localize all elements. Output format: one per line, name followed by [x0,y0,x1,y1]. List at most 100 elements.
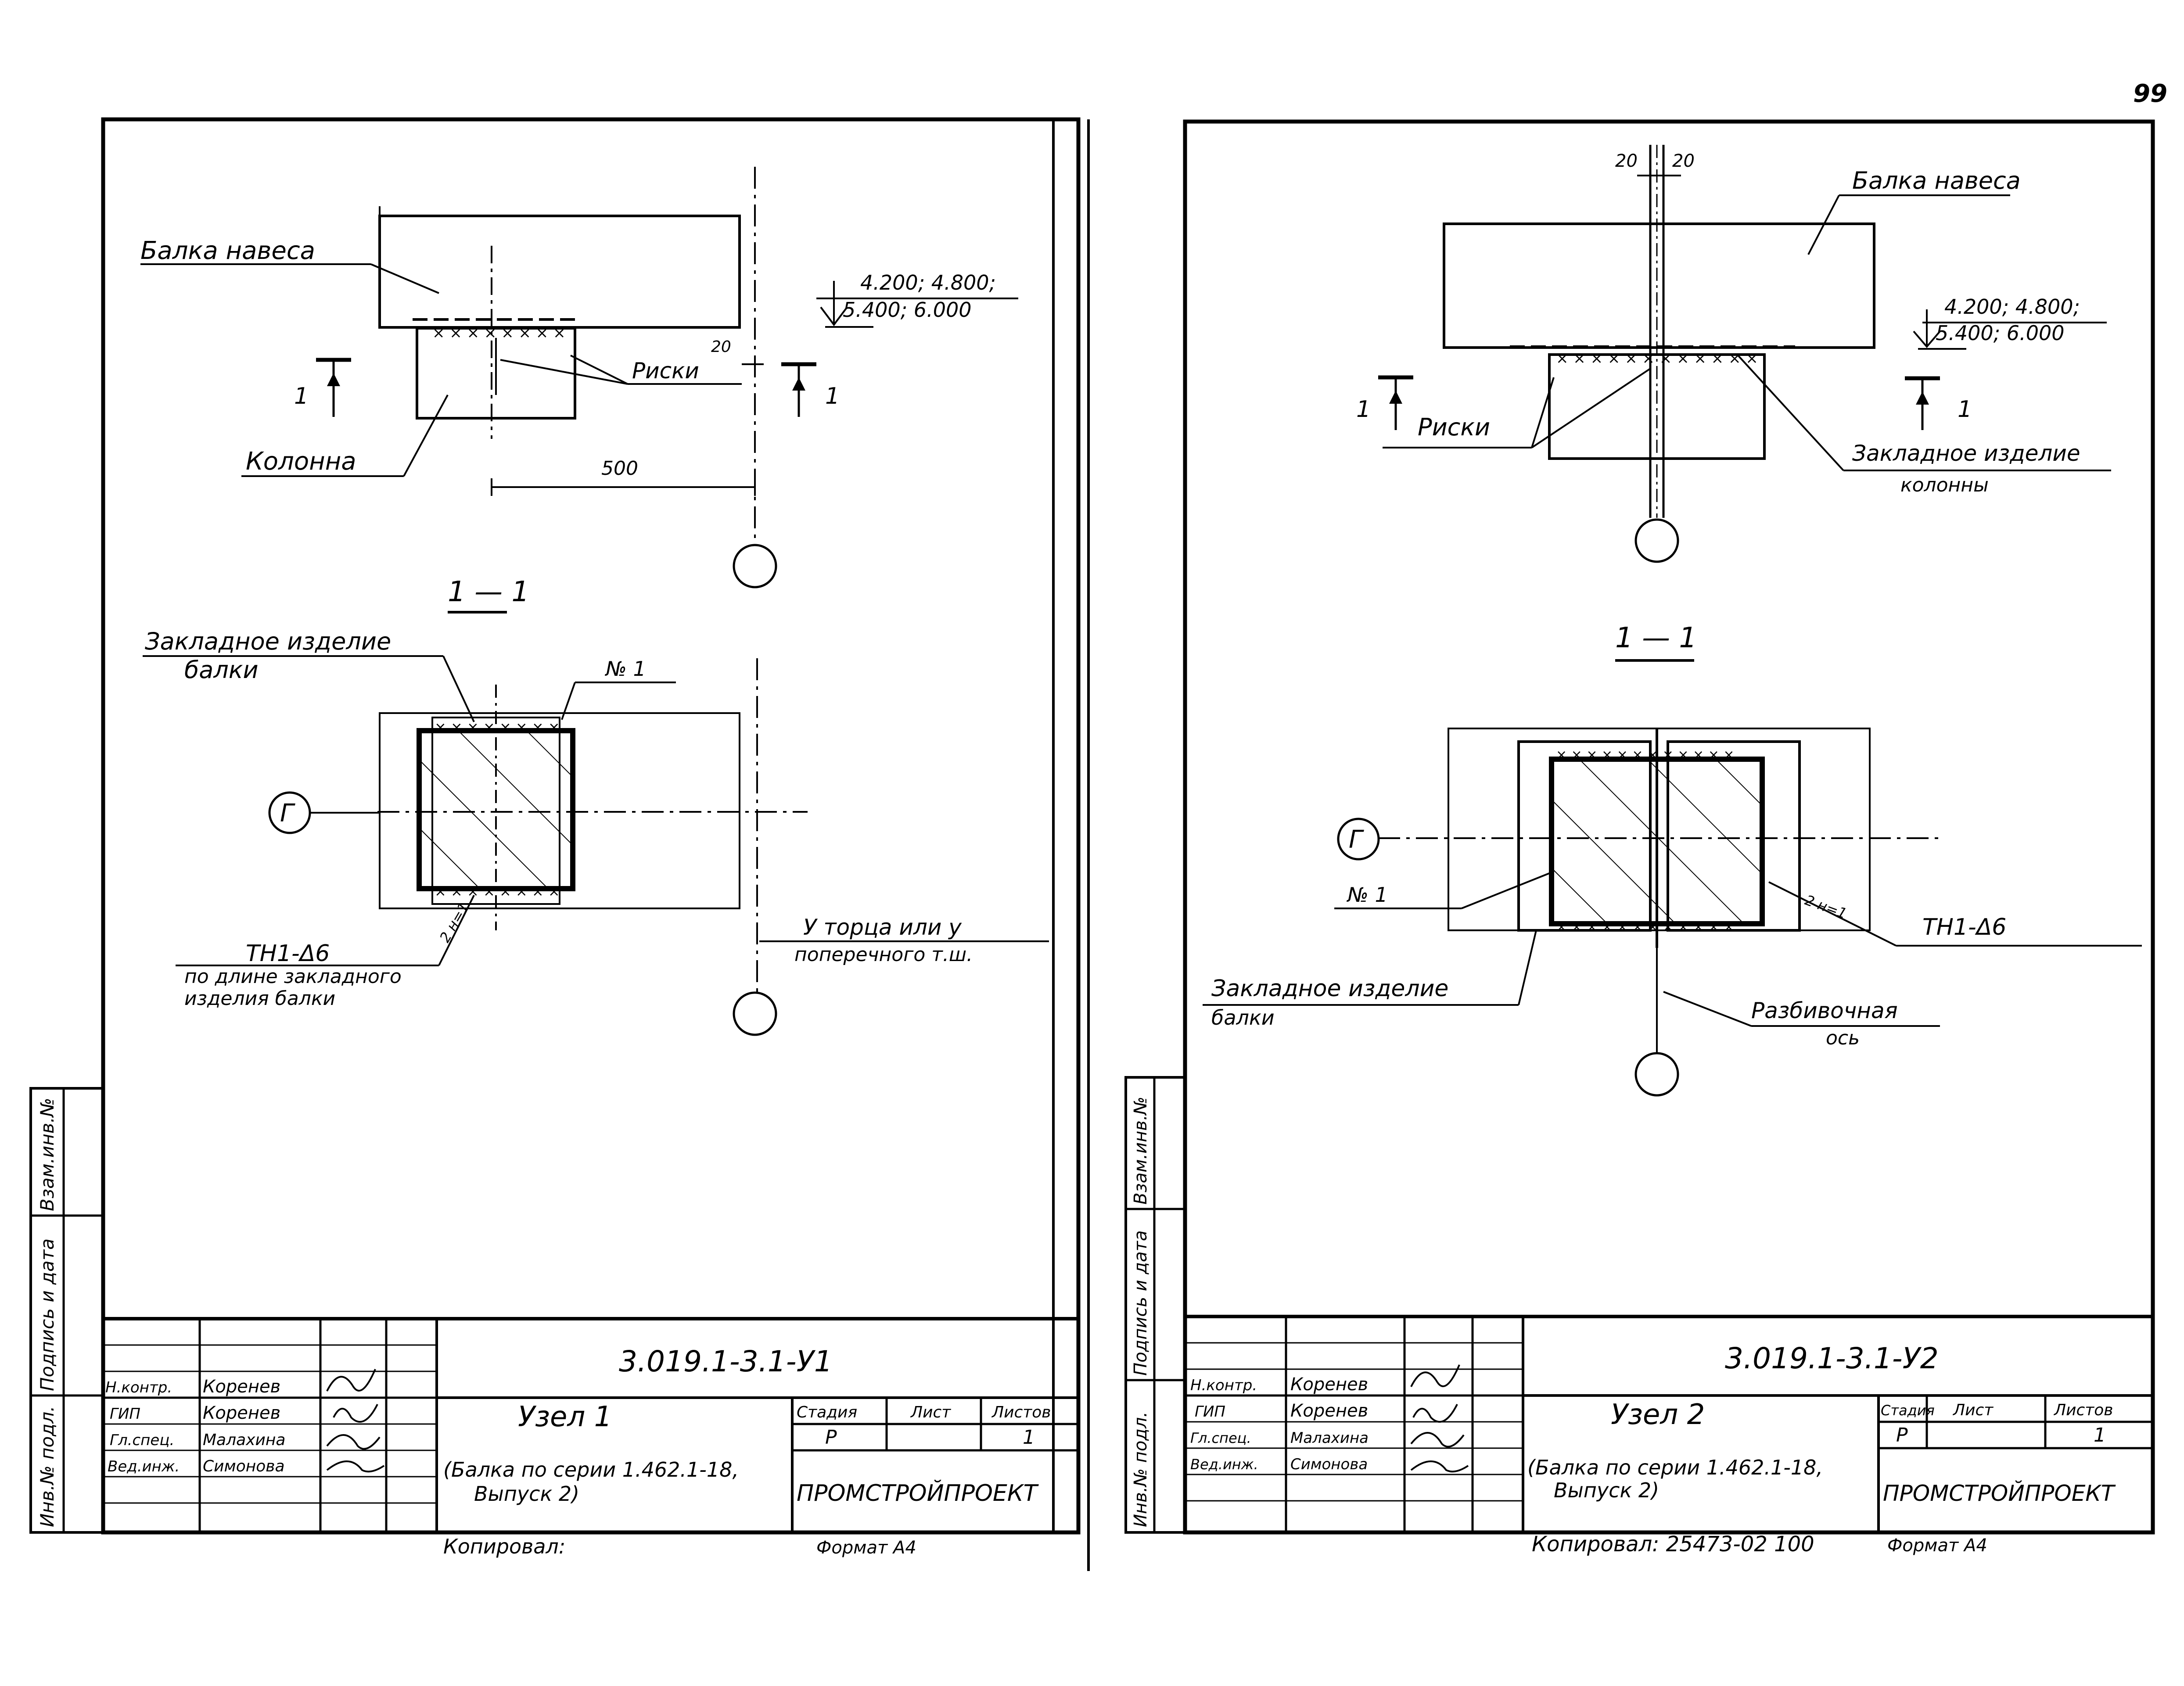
left-axis-bubble-top [733,544,777,588]
svg-text:балки: балки [1211,1006,1275,1030]
svg-text:Симонова: Симонова [1290,1456,1368,1473]
svg-text:1: 1 [2094,1424,2106,1446]
svg-text:Коренев: Коренев [203,1403,280,1423]
svg-text:Г: Г [1349,825,1364,854]
left-section-title: 1 — 1 [448,576,529,608]
svg-text:Коренев: Коренев [1290,1401,1368,1421]
right-axis-bubble-top [1634,518,1679,563]
svg-text:1: 1 [1356,396,1371,423]
svg-text:× × × × × × × × × × × ×: × × × × × × × × × × × × [1556,919,1735,935]
page-number: 99 [2133,79,2167,108]
svg-text:поперечного т.ш.: поперечного т.ш. [794,943,973,966]
svg-text:балки: балки [184,656,259,684]
right-axis-bubble-bottom [1634,1052,1679,1097]
right-embedded-col-label: Закладное изделие [1852,441,2080,466]
right-marks-label: Риски [1418,413,1490,441]
svg-text:Коренев: Коренев [203,1377,280,1397]
svg-text:Р: Р [825,1426,837,1449]
right-weld-label: ТН1-Δ6 [1922,914,2006,940]
left-item-label: № 1 [604,657,646,681]
right-section-mark-left: 1 [1356,375,1413,430]
svg-text:Стадия: Стадия [797,1403,857,1421]
left-sheet: Взам.инв.№ Подпись и дата Инв.№ подл. × … [29,117,1090,1571]
right-stamp-title: Узел 2 [1611,1399,1705,1431]
svg-text:колонны: колонны [1900,474,1989,496]
svg-text:× × × × × × × ×: × × × × × × × × [435,883,560,900]
svg-text:5.400; 6.000: 5.400; 6.000 [1936,321,2065,345]
svg-text:(Балка по серии 1.462.1-18,: (Балка по серии 1.462.1-18, [443,1458,739,1482]
svg-text:1: 1 [1958,396,1972,423]
svg-text:Лист: Лист [1952,1401,1994,1419]
right-elevation-mark: 4.200; 4.800; 5.400; 6.000 [1913,295,2107,350]
left-weld-side: 2 н=1 [436,900,472,945]
right-title-block: 3.019.1-3.1-У2 Узел 2 (Балка по серии 1.… [1183,1315,2155,1557]
right-item-label: № 1 [1346,883,1388,907]
right-copied: Копировал: 25473-02 100 [1532,1532,1814,1557]
left-format: Формат А4 [816,1538,916,1558]
svg-text:Вед.инж.: Вед.инж. [108,1458,180,1475]
right-signatures [1410,1364,1469,1473]
svg-text:Р: Р [1896,1424,1908,1446]
svg-text:Малахина: Малахина [203,1431,286,1449]
svg-text:Взам.инв.№: Взам.инв.№ [1131,1097,1151,1205]
svg-text:Гл.спец.: Гл.спец. [110,1431,174,1449]
right-embedded-beam-label: Закладное изделие [1211,976,1448,1002]
left-signatures [326,1369,385,1473]
svg-text:(Балка по серии 1.462.1-18,: (Балка по серии 1.462.1-18, [1527,1456,1823,1479]
svg-text:ГИП: ГИП [110,1405,140,1423]
svg-text:Вед.инж.: Вед.инж. [1190,1456,1258,1473]
svg-text:Коренев: Коренев [1290,1374,1368,1395]
left-side-label-1: Инв.№ подл. [36,1406,58,1527]
svg-text:Г: Г [280,799,295,828]
svg-text:Выпуск 2): Выпуск 2) [1554,1478,1659,1502]
svg-text:5.400; 6.000: 5.400; 6.000 [843,298,972,322]
svg-text:20: 20 [1615,151,1638,171]
left-weld-label: ТН1-Δ6 [246,940,330,967]
left-section-mark-right: 1 [781,362,840,417]
left-beam-label: Балка навеса [140,237,315,265]
right-section-title: 1 — 1 [1615,622,1697,654]
left-dim-500: 500 [601,457,638,480]
svg-text:изделия балки: изделия балки [184,987,335,1010]
svg-text:Симонова: Симонова [203,1457,285,1475]
left-elevation-mark: 4.200; 4.800; 5.400; 6.000 [816,271,1018,328]
right-beam-label: Балка навеса [1852,167,2021,194]
svg-text:по длине закладного: по длине закладного [184,965,402,988]
left-plan-view: × × × × × × × × 500 20 4.200; 4.800; 5 [140,167,1018,588]
left-title-block: 3.019.1-3.1-У1 Узел 1 (Балка по серии 1.… [101,1317,1080,1558]
svg-text:20: 20 [1672,151,1695,171]
right-axis-bubble-g [1337,818,1380,861]
svg-text:ось: ось [1826,1027,1860,1049]
left-copied: Копировал: [443,1535,565,1558]
svg-text:Н.контр.: Н.контр. [105,1379,172,1396]
svg-text:× × × × × × × × × × × ×: × × × × × × × × × × × × [1556,747,1735,763]
svg-text:ГИП: ГИП [1195,1403,1225,1421]
svg-text:2 н=1: 2 н=1 [1803,892,1849,922]
left-axis-bubble-bottom [733,991,777,1036]
svg-text:× × × × × × × ×: × × × × × × × × [435,719,560,735]
right-beam-outline [1443,222,1875,349]
svg-text:Н.контр.: Н.контр. [1190,1377,1257,1394]
svg-text:1: 1 [825,383,840,409]
svg-text:Листов: Листов [991,1403,1051,1421]
right-org: ПРОМСТРОЙПРОЕКТ [1883,1480,2116,1506]
right-sheet: Взам.инв.№ Подпись и дата Инв.№ подл. × … [1124,119,2155,1557]
right-section-mark-right: 1 [1905,376,1972,430]
left-embedded-beam-label: Закладное изделие [145,628,391,655]
right-side-strip: Взам.инв.№ Подпись и дата Инв.№ подл. [1124,1076,1186,1534]
svg-text:4.200; 4.800;: 4.200; 4.800; [1944,295,2080,319]
svg-text:Инв.№ подл.: Инв.№ подл. [1131,1412,1151,1527]
right-doc-code: 3.019.1-3.1-У2 [1725,1342,1939,1375]
left-side-label-2: Подпись и дата [36,1238,58,1391]
left-doc-code: 3.019.1-3.1-У1 [619,1345,833,1378]
svg-text:Стадия: Стадия [1881,1402,1935,1419]
left-section-mark-left: 1 [294,358,351,417]
left-column-label: Колонна [246,447,356,476]
left-side-label-3: Взам.инв.№ [36,1098,58,1211]
svg-text:4.200; 4.800;: 4.200; 4.800; [860,271,996,294]
svg-text:Малахина: Малахина [1290,1429,1369,1447]
left-stamp-title: Узел 1 [518,1401,612,1433]
left-beam-outline [378,215,741,329]
left-end-note: У торца или у [803,915,962,940]
right-section-view: 1 — 1 × × × × × × × × × × × × × × × × × … [1203,622,2142,1097]
